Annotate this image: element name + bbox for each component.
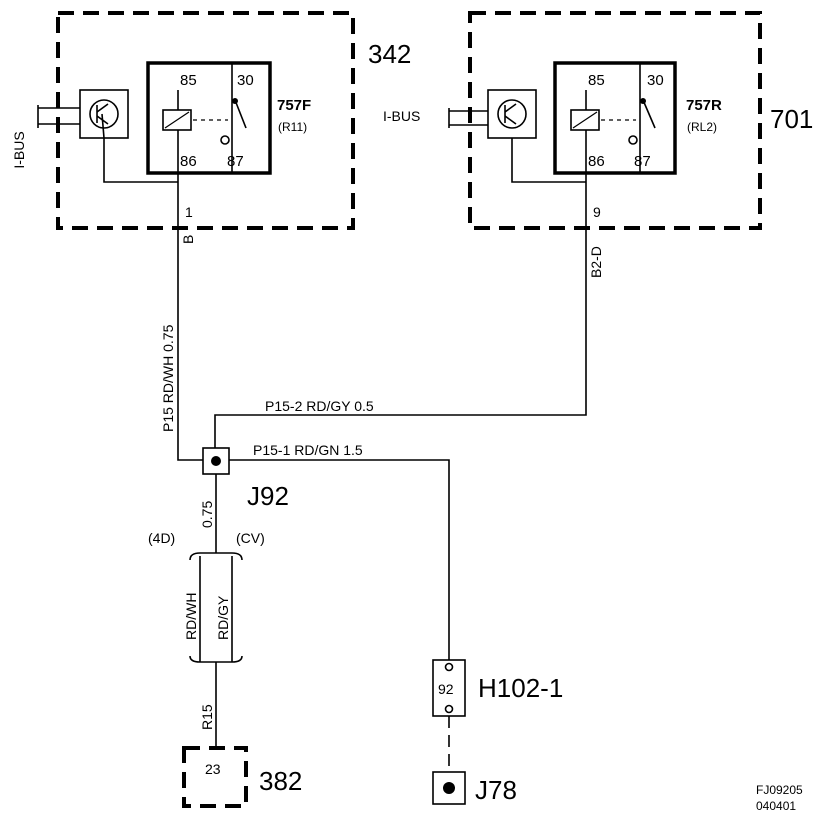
- pin-30: 30: [647, 72, 664, 89]
- contact-87-icon: [628, 135, 638, 145]
- splice-j92-label: J92: [247, 481, 289, 511]
- transistor-emitter: [504, 115, 517, 125]
- wire-4d-color: RD/WH: [183, 593, 199, 640]
- pin-86: 86: [180, 153, 197, 170]
- module-342-bus-label: I-BUS: [11, 131, 27, 168]
- transceiver-342-drive-wire: [101, 113, 178, 183]
- connector-j78: [432, 771, 466, 805]
- wire-p15: [177, 150, 203, 461]
- relay-757f-sublabel: (R11): [278, 120, 307, 134]
- connector-382-label: 382: [259, 766, 302, 796]
- wire-p15-2-label: P15-2 RD/GY 0.5: [265, 398, 374, 414]
- pin-85: 85: [180, 72, 197, 89]
- connector-382-pin: 23: [205, 761, 221, 777]
- relay-757f: [146, 61, 272, 175]
- pin-85: 85: [588, 72, 605, 89]
- pin-hole-icon: [444, 662, 454, 672]
- connector-j78-label: J78: [475, 775, 517, 805]
- relay-switch-contact: [642, 99, 656, 129]
- switch-pivot: [232, 98, 238, 104]
- connector-j78-node: [443, 782, 455, 794]
- variant-brace-top: [189, 552, 243, 561]
- relay-coil-icon: [570, 109, 600, 131]
- connector-pin-1: 1: [185, 204, 193, 220]
- wire-below-j92-label: 0.75: [199, 501, 215, 528]
- module-701-boundary: [468, 11, 762, 230]
- pin-86: 86: [588, 153, 605, 170]
- variant-brace-bottom: [189, 655, 243, 663]
- connector-code-b: B: [180, 235, 196, 244]
- wire-p15-label: P15 RD/WH 0.75: [160, 324, 176, 432]
- relay-coil-icon: [162, 109, 192, 131]
- module-342-boundary: [56, 11, 355, 230]
- relay-switch-contact: [234, 99, 247, 129]
- transceiver-701-drive-wire: [511, 138, 586, 183]
- relay-757r: [553, 61, 677, 175]
- diagram-date: 040401: [756, 799, 796, 813]
- splice-j92-node: [211, 456, 221, 466]
- connector-382: [182, 746, 248, 808]
- coil-diagonal: [572, 111, 598, 129]
- connector-h102-label: H102-1: [478, 673, 563, 703]
- wire-cv-color: RD/GY: [215, 595, 231, 640]
- switch-pivot: [640, 98, 646, 104]
- diagram-code: FJ09205: [756, 783, 803, 797]
- wire-p15-2: [214, 150, 587, 448]
- coil-diagonal: [164, 111, 190, 129]
- connector-h102-pin: 92: [438, 681, 454, 697]
- module-701-bus-label: I-BUS: [383, 108, 420, 124]
- pin-30: 30: [237, 72, 254, 89]
- transistor-icon: [89, 99, 119, 129]
- wire-p15-1-label: P15-1 RD/GN 1.5: [253, 442, 363, 458]
- module-701-number: 701: [770, 104, 813, 134]
- pin-87: 87: [634, 153, 651, 170]
- transistor-collector: [504, 103, 517, 113]
- relay-757r-label: 757R: [686, 97, 722, 114]
- pin-87: 87: [227, 153, 244, 170]
- transceiver-701: [487, 89, 537, 139]
- transistor-icon: [497, 99, 527, 129]
- connector-code-b2d: B2-D: [588, 246, 604, 278]
- wire-p15-1: [229, 459, 450, 660]
- module-342-number: 342: [368, 39, 411, 69]
- variant-cv: (CV): [236, 530, 265, 546]
- relay-757f-label: 757F: [277, 97, 311, 114]
- relay-757r-sublabel: (RL2): [687, 120, 717, 134]
- wire-r15-label: R15: [199, 704, 215, 730]
- pin-hole-icon: [444, 704, 454, 714]
- variant-4d: (4D): [148, 530, 175, 546]
- connector-pin-9: 9: [593, 204, 601, 220]
- transistor-collector: [96, 103, 109, 113]
- contact-87-icon: [220, 135, 230, 145]
